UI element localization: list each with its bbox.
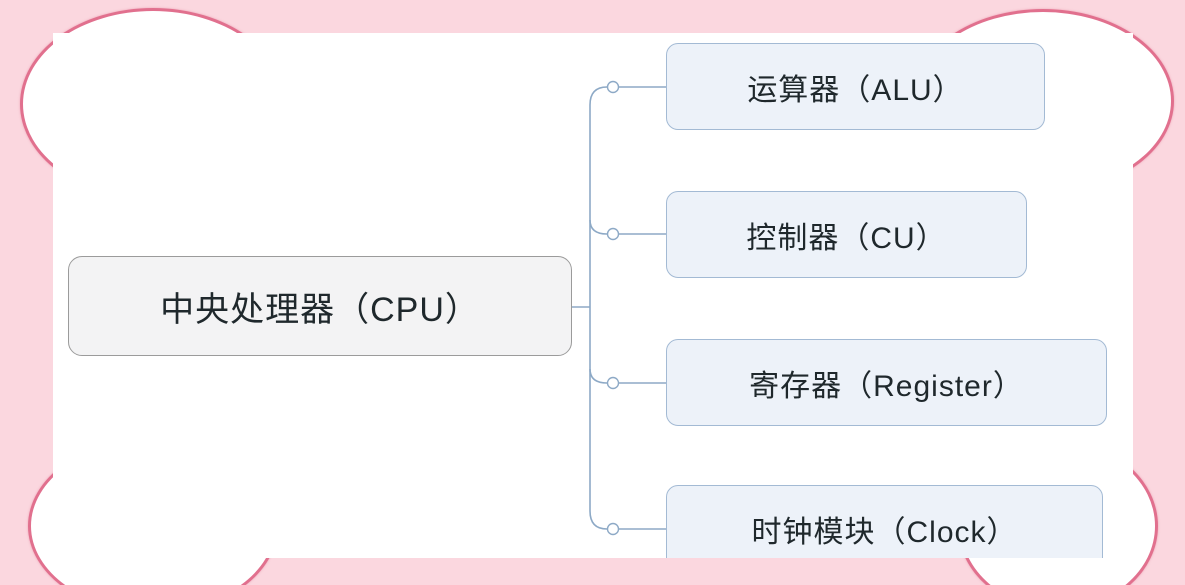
connector-path-branch-2 bbox=[589, 219, 608, 235]
branch-node-dot[interactable] bbox=[606, 376, 620, 390]
connector-trunk bbox=[589, 86, 608, 530]
mindmap-child-node-register[interactable]: 寄存器（Register） bbox=[666, 339, 1107, 426]
root-node-label: 中央处理器（CPU） bbox=[160, 290, 480, 329]
branch-node-dot[interactable] bbox=[606, 80, 620, 94]
mindmap-child-node-cu[interactable]: 控制器（CU） bbox=[666, 191, 1027, 278]
connector-path-branch-3 bbox=[589, 368, 608, 384]
child-node-label: 控制器（CU） bbox=[746, 221, 947, 255]
mindmap-canvas: 中央处理器（CPU） 运算器（ALU） 控制器（CU） 寄存器（Register… bbox=[53, 33, 1133, 558]
child-node-label: 寄存器（Register） bbox=[749, 369, 1024, 403]
child-node-label: 时钟模块（Clock） bbox=[751, 515, 1018, 549]
child-node-label: 运算器（ALU） bbox=[747, 73, 964, 107]
branch-node-dot[interactable] bbox=[606, 227, 620, 241]
connector-lines bbox=[572, 80, 667, 536]
mindmap-root-node[interactable]: 中央处理器（CPU） bbox=[68, 256, 572, 356]
mindmap-child-node-clock[interactable]: 时钟模块（Clock） bbox=[666, 485, 1103, 558]
branch-node-dot[interactable] bbox=[606, 522, 620, 536]
mindmap-child-node-alu[interactable]: 运算器（ALU） bbox=[666, 43, 1045, 130]
